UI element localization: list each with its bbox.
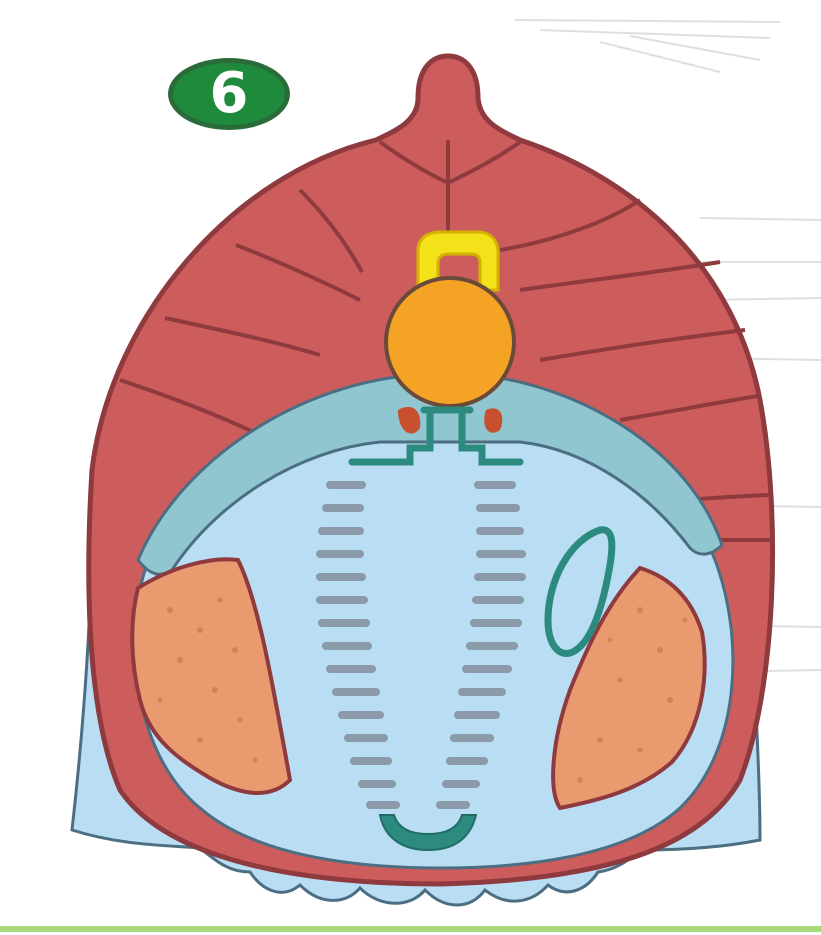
step-number-badge: 6 <box>168 58 290 130</box>
orange-nucleus <box>386 278 514 406</box>
ground-line <box>0 926 821 932</box>
